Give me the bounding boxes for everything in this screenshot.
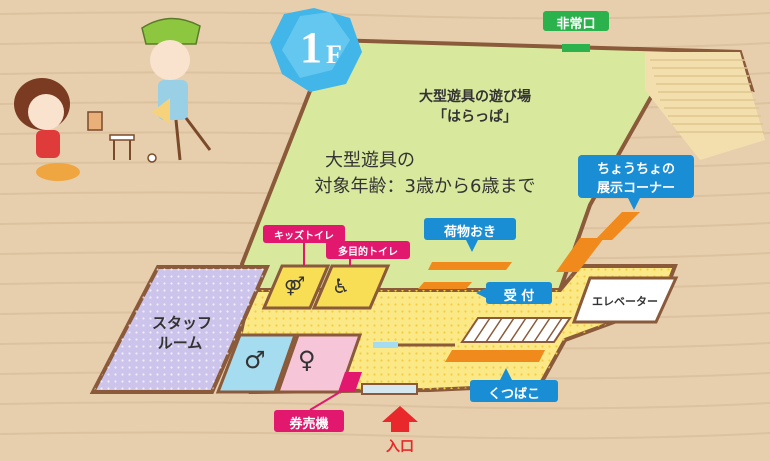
age-line-2: 対象年齢：3歳から6歳まで — [314, 176, 536, 197]
butterfly-label-2: 展示コーナー — [596, 181, 675, 196]
multipurpose-label-bg — [326, 241, 410, 259]
butterfly-label-1: ちょうちょの — [596, 162, 675, 177]
reception-counter-1 — [428, 262, 512, 270]
entrance-arrow-icon — [382, 406, 418, 432]
elevator-room — [571, 276, 679, 324]
ticket-machine-block — [338, 372, 362, 392]
floor-suffix: F — [326, 40, 342, 69]
play-area-subtitle: 「はらっぱ」 — [433, 109, 517, 125]
kids-toilet-icon: ⚤ — [284, 276, 306, 297]
staff-room-label-2: ルーム — [157, 334, 203, 352]
elevator-label: エレベーター — [592, 295, 658, 308]
entrance-door — [361, 383, 418, 395]
staff-room-label-1: スタッフ — [151, 314, 213, 332]
children-illustration — [14, 17, 212, 181]
kids-toilet-room — [261, 264, 331, 310]
wheelchair-icon: ♿ — [332, 274, 350, 298]
emergency-exit-door — [562, 44, 590, 52]
floor-badge — [270, 8, 362, 92]
butterfly-label-bg — [578, 155, 694, 198]
entrance-label: 入口 — [386, 439, 414, 455]
reception-label-bg — [486, 282, 552, 304]
striped-wall — [645, 52, 765, 160]
kids-toilet-label-bg — [263, 225, 345, 243]
kids-toilet-label: キッズトイレ — [274, 231, 334, 242]
stairs — [460, 317, 572, 343]
ticket-label-bg — [274, 410, 344, 432]
luggage-label: 荷物おき — [443, 225, 496, 240]
luggage-label-bg — [424, 218, 516, 240]
ticket-machine-label: 券売機 — [289, 417, 329, 432]
male-icon: ♂ — [244, 346, 266, 374]
floor-number: 1 — [300, 23, 322, 72]
female-icon: ♀ — [298, 346, 316, 374]
mens-toilet-room — [215, 333, 298, 394]
shoe-rack-block — [445, 350, 545, 362]
reception-counter-2 — [418, 282, 472, 289]
emergency-exit-label-bg — [543, 11, 609, 31]
shoe-rack-label: くつばこ — [487, 387, 540, 402]
reception-label: 受 付 — [503, 289, 535, 304]
shoe-rack-label-bg — [470, 380, 558, 402]
butterfly-display — [595, 212, 640, 240]
emergency-exit-label: 非常口 — [556, 17, 596, 32]
luggage-shelf — [556, 238, 604, 272]
multipurpose-toilet-room — [311, 264, 391, 310]
multipurpose-toilet-label: 多目的トイレ — [338, 247, 398, 258]
play-area-title: 大型遊具の遊び場 — [419, 89, 531, 105]
age-line-1: 大型遊具の — [325, 150, 415, 171]
